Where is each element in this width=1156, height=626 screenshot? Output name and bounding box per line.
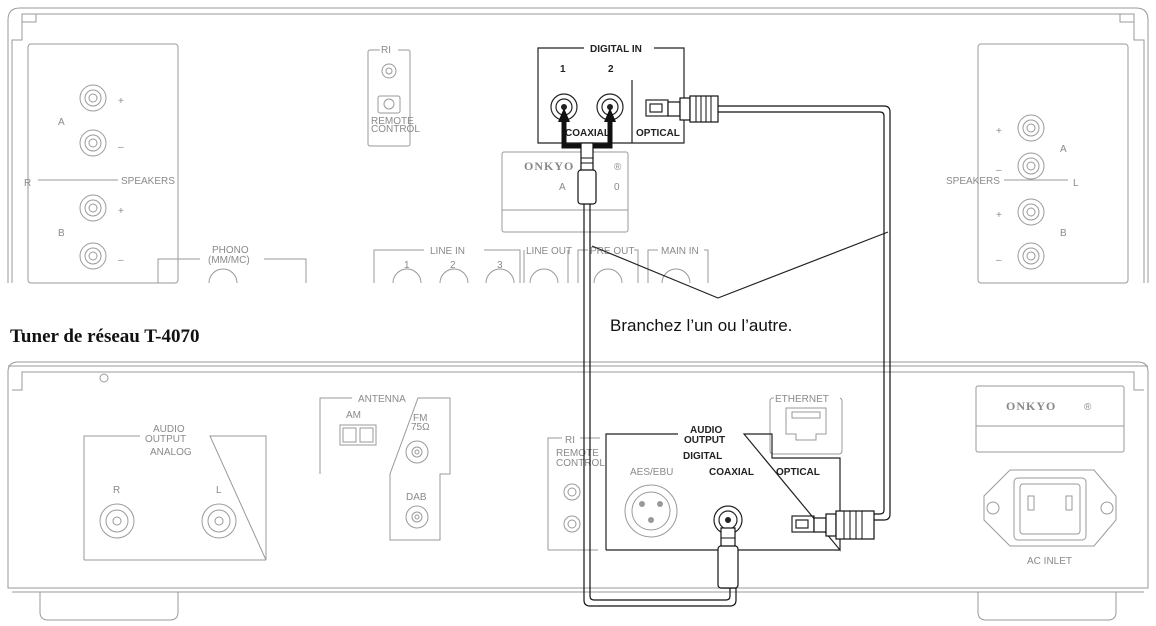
speakers-left-panel — [27, 43, 179, 284]
phono-sub-label: (MM/MC) — [208, 255, 250, 266]
am-label: AM — [346, 410, 361, 421]
coaxial-cable — [558, 108, 739, 607]
speaker-a-label: A — [58, 117, 65, 128]
tuner-optical-label: OPTICAL — [776, 467, 820, 478]
pre-out-label: PRE OUT — [590, 246, 634, 257]
minus-sign: – — [118, 142, 124, 153]
analog-r-label: R — [113, 485, 120, 496]
digital-in-1-label: 1 — [560, 64, 566, 75]
ethernet-block: ETHERNET — [769, 393, 843, 455]
speakers-label-left: SPEAKERS — [121, 176, 175, 187]
digital-in-label: DIGITAL IN — [590, 44, 642, 55]
tuner-brand-logo: ONKYO — [1006, 399, 1056, 413]
svg-text:A: A — [559, 182, 566, 193]
connection-note: Branchez l’un ou l’autre. — [610, 316, 792, 335]
plus-sign: + — [118, 96, 124, 107]
optical-label: OPTICAL — [636, 128, 680, 139]
channel-r-label: R — [24, 178, 31, 189]
line-io-block: LINE IN 1 2 3 LINE OUT PRE OUT MAIN IN — [373, 246, 709, 284]
tuner-coaxial-label: COAXIAL — [709, 467, 754, 478]
svg-text:®: ® — [1084, 402, 1092, 413]
plus-sign: + — [996, 126, 1002, 137]
svg-text:0: 0 — [614, 182, 620, 193]
coaxial-label: COAXIAL — [565, 128, 610, 139]
analog-label: ANALOG — [150, 447, 192, 458]
amp-digital-in-block: DIGITAL IN 1 2 COAXIAL OPTICAL — [537, 44, 685, 144]
tuner-rear-panel — [7, 361, 1149, 621]
channel-l-label: L — [1073, 178, 1079, 189]
optical-cable — [667, 95, 891, 540]
line-in-1-label: 1 — [404, 260, 410, 271]
speaker-terminals-left: + – + – A B R SPEAKERS — [24, 84, 175, 270]
speaker-terminals-right: + – + – A B SPEAKERS L — [946, 114, 1079, 270]
minus-sign: – — [996, 255, 1002, 266]
line-in-3-label: 3 — [497, 260, 503, 271]
ac-inlet-label: AC INLET — [1027, 556, 1072, 567]
digital-label: DIGITAL — [683, 451, 722, 462]
note-pointer-left — [591, 245, 719, 299]
main-in-label: MAIN IN — [661, 246, 699, 257]
ri-label: RI — [381, 45, 391, 56]
tuner-brand-ac-block: ONKYO ® AC INLET — [975, 385, 1125, 567]
brand-logo: ONKYO — [524, 159, 574, 173]
line-in-label: LINE IN — [430, 246, 465, 257]
ethernet-label: ETHERNET — [775, 394, 829, 405]
line-in-2-label: 2 — [450, 260, 456, 271]
phono-block: PHONO (MM/MC) — [157, 245, 307, 284]
speakers-right-panel — [977, 43, 1129, 284]
speaker-b-label: B — [1060, 228, 1067, 239]
speaker-b-label: B — [58, 228, 65, 239]
plus-sign: + — [118, 206, 124, 217]
analog-l-label: L — [216, 485, 222, 496]
fm-ohm-label: 75Ω — [411, 422, 430, 433]
plus-sign: + — [996, 210, 1002, 221]
phono-label: PHONO — [212, 245, 249, 256]
svg-text:®: ® — [614, 162, 622, 173]
amplifier-rear-panel — [7, 7, 1149, 284]
dab-label: DAB — [406, 492, 427, 503]
speaker-a-label: A — [1060, 144, 1067, 155]
tuner-ri-label: RI — [565, 435, 575, 446]
aes-ebu-label: AES/EBU — [630, 467, 673, 478]
minus-sign: – — [996, 165, 1002, 176]
speakers-label-right: SPEAKERS — [946, 176, 1000, 187]
line-out-label: LINE OUT — [526, 246, 572, 257]
fm-label: FM — [413, 413, 427, 424]
digital-in-2-label: 2 — [608, 64, 614, 75]
antenna-block: ANTENNA AM FM 75Ω DAB — [319, 394, 451, 541]
amp-brand-plate: ONKYO ® A 0 — [501, 151, 629, 233]
tuner-title: Tuner de réseau T-4070 — [10, 326, 200, 347]
minus-sign: – — [118, 255, 124, 266]
note-pointer-right — [717, 231, 889, 299]
antenna-label: ANTENNA — [358, 394, 406, 405]
